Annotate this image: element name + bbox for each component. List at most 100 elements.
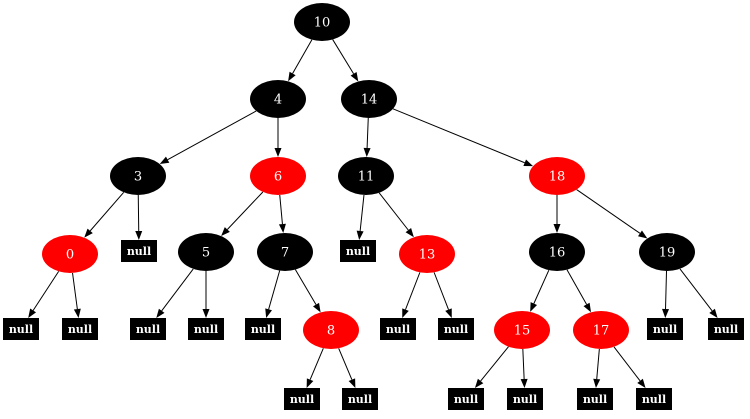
- arrowhead-icon: [202, 309, 210, 318]
- null-leaf: null: [121, 240, 157, 262]
- node-value-label: 13: [419, 248, 436, 263]
- black-node-ellipse: [257, 233, 313, 271]
- black-node-ellipse: [110, 157, 166, 195]
- null-leaf-box: [130, 318, 166, 340]
- tree-edge: [72, 272, 78, 310]
- null-leaf-box: [577, 388, 613, 410]
- null-leaf-box: [448, 388, 484, 410]
- arrowhead-icon: [637, 378, 646, 388]
- red-node-ellipse: [573, 311, 629, 349]
- tree-edges: [28, 39, 718, 388]
- tree-node-4: 4: [250, 80, 306, 118]
- null-leaf: null: [188, 318, 224, 340]
- node-value-label: 18: [549, 170, 566, 185]
- tree-node-0: 0: [42, 235, 98, 273]
- black-node-ellipse: [341, 80, 397, 118]
- arrowhead-icon: [288, 71, 296, 82]
- tree-edge: [309, 348, 324, 380]
- tree-node-17: 17: [573, 311, 629, 349]
- tree-edge: [294, 269, 317, 305]
- arrowhead-icon: [159, 156, 170, 165]
- null-leaf-box: [284, 388, 320, 410]
- node-value-label: 14: [361, 93, 378, 108]
- tree-node-8: 8: [303, 311, 359, 349]
- tree-node-6: 6: [250, 157, 306, 195]
- null-leaf-box: [636, 388, 672, 410]
- arrowhead-icon: [662, 308, 670, 318]
- red-node-ellipse: [494, 311, 550, 349]
- null-leaf-label: null: [642, 393, 666, 406]
- tree-edge: [378, 192, 409, 231]
- tree-edge: [32, 271, 60, 311]
- node-value-label: 6: [274, 170, 282, 185]
- arrowhead-icon: [402, 308, 409, 318]
- tree-node-11: 11: [338, 157, 394, 195]
- tree-node-3: 3: [110, 157, 166, 195]
- tree-node-7: 7: [257, 233, 313, 271]
- tree-edge: [89, 192, 125, 232]
- null-leaf-label: null: [290, 393, 314, 406]
- black-node-ellipse: [250, 80, 306, 118]
- arrowhead-icon: [405, 227, 414, 238]
- null-leaf: null: [284, 388, 320, 410]
- arrowhead-icon: [348, 378, 356, 388]
- red-node-ellipse: [399, 235, 455, 273]
- tree-edge: [359, 194, 365, 232]
- red-node-ellipse: [42, 235, 98, 273]
- black-node-ellipse: [294, 3, 350, 41]
- null-leaf-label: null: [136, 323, 160, 336]
- null-leaf-box: [3, 318, 39, 340]
- arrowhead-icon: [363, 147, 371, 158]
- null-leaf-label: null: [583, 393, 607, 406]
- null-leaf: null: [507, 388, 543, 410]
- black-node-ellipse: [338, 157, 394, 195]
- arrowhead-icon: [474, 378, 484, 388]
- tree-edge: [522, 348, 525, 380]
- arrowhead-icon: [84, 228, 93, 238]
- tree-node-19: 19: [639, 233, 695, 271]
- tree-node-15: 15: [494, 311, 550, 349]
- arrowhead-icon: [73, 308, 81, 318]
- tree-edge: [576, 189, 641, 234]
- null-leaf-box: [647, 318, 683, 340]
- tree-edge: [338, 348, 353, 380]
- arrowhead-icon: [593, 378, 601, 388]
- arrowhead-icon: [553, 224, 561, 233]
- tree-edge: [366, 117, 369, 149]
- null-leaf: null: [62, 318, 98, 340]
- null-leaf-label: null: [444, 323, 468, 336]
- null-leaf-box: [708, 318, 744, 340]
- arrowhead-icon: [278, 223, 286, 234]
- arrowhead-icon: [637, 230, 648, 239]
- null-leaf: null: [708, 318, 744, 340]
- tree-edge: [433, 272, 449, 310]
- null-leaf-label: null: [454, 393, 478, 406]
- null-leaf-label: null: [194, 323, 218, 336]
- node-value-label: 8: [327, 324, 335, 339]
- tree-edge: [566, 269, 588, 305]
- node-value-label: 7: [281, 246, 289, 261]
- node-value-label: 5: [202, 246, 210, 261]
- black-node-ellipse: [639, 233, 695, 271]
- null-leaf-box: [188, 318, 224, 340]
- node-value-label: 11: [358, 170, 375, 185]
- null-leaf-box: [342, 388, 378, 410]
- arrowhead-icon: [523, 159, 534, 167]
- null-leaf-box: [380, 318, 416, 340]
- arrowhead-icon: [583, 302, 591, 313]
- null-leaf: null: [380, 318, 416, 340]
- null-leaf-label: null: [68, 323, 92, 336]
- null-leaf-box: [121, 240, 157, 262]
- tree-edge: [613, 346, 641, 382]
- arrowhead-icon: [350, 71, 359, 82]
- node-value-label: 15: [514, 324, 531, 339]
- arrowhead-icon: [265, 308, 272, 318]
- null-leaf: null: [130, 318, 166, 340]
- node-value-label: 3: [134, 170, 142, 185]
- arrowhead-icon: [28, 308, 37, 318]
- null-leaf-label: null: [9, 323, 33, 336]
- null-leaf: null: [340, 240, 376, 262]
- node-value-label: 19: [659, 246, 676, 261]
- tree-edge: [392, 108, 525, 164]
